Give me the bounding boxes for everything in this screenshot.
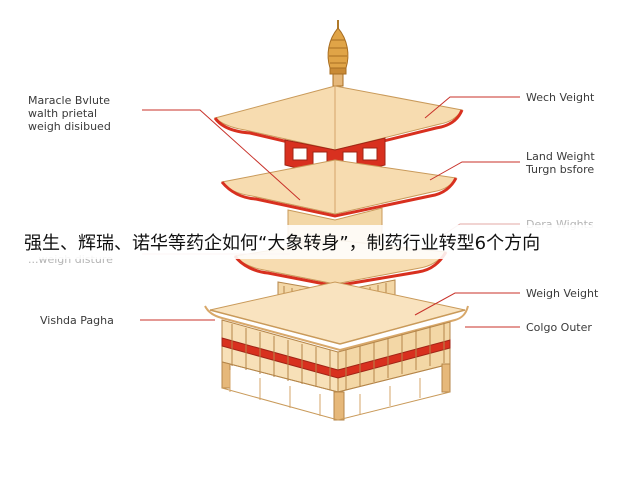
label-right-4: Weigh Veight (526, 287, 599, 300)
overlay-title: 强生、辉瑞、诺华等药企如何“大象转身”，制药行业转型6个方向 (24, 233, 541, 254)
label-right-2a: Land Weight (526, 150, 595, 163)
middle-roof (220, 159, 458, 218)
label-right-1: Wech Veight (526, 91, 595, 104)
leader-right-1 (424, 96, 520, 119)
label-left-top-3: weigh disibued (28, 120, 111, 133)
leader-left-top (142, 109, 301, 201)
top-roof (213, 85, 464, 155)
base-deck (204, 281, 469, 352)
base-legs (221, 361, 451, 421)
label-left-top-2: walth prietal (28, 107, 97, 120)
overlay-banner (0, 225, 640, 259)
leader-right-2 (429, 161, 520, 181)
label-left-bottom: Vishda Pagha (40, 314, 114, 327)
label-left-top-1: Maracle Bvlute (28, 94, 110, 107)
label-right-5: Colgo Outer (526, 321, 592, 334)
pagoda-illustration (204, 20, 469, 421)
label-right-2b: Turgn bsfore (525, 163, 594, 176)
finial (327, 20, 349, 87)
leader-right-4 (414, 292, 520, 316)
base-pavilion (221, 319, 451, 393)
